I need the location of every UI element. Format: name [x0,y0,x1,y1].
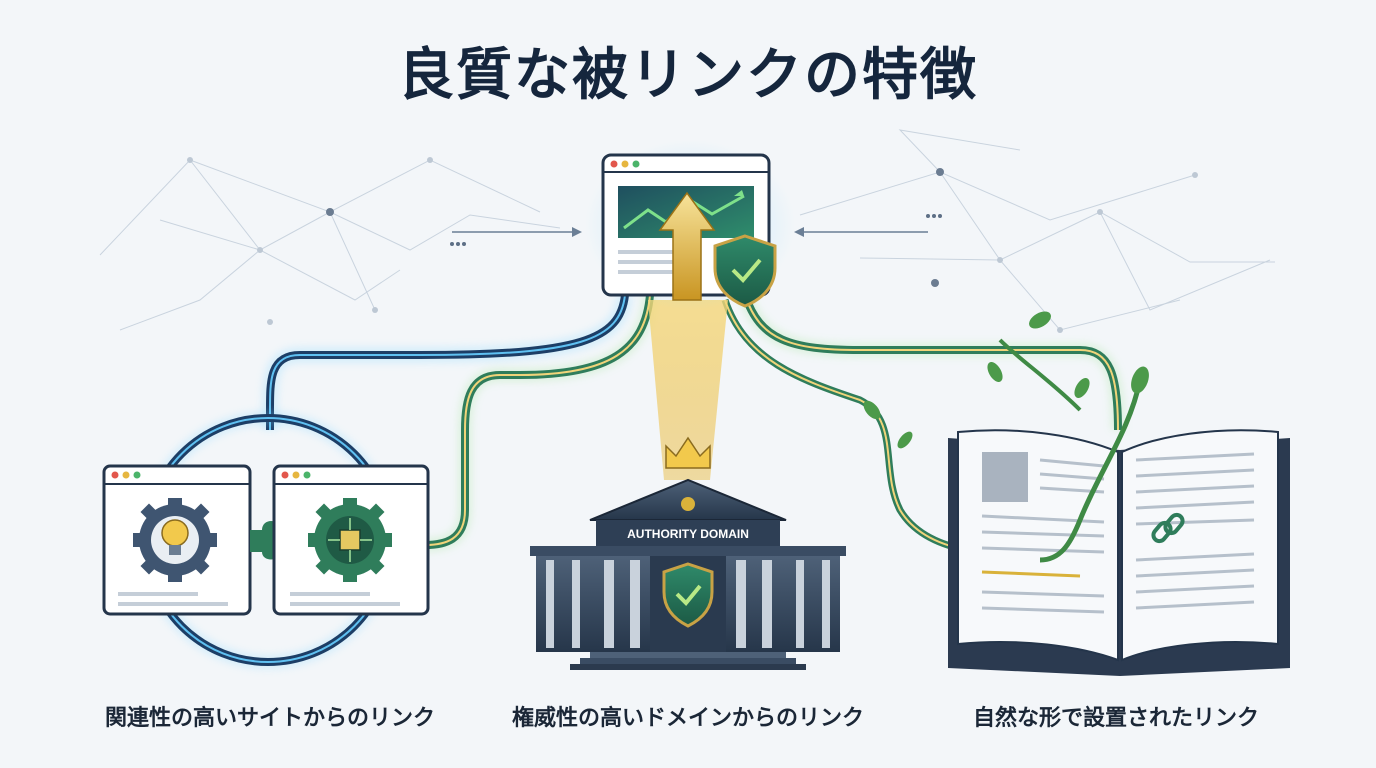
caption-natural: 自然な形で設置されたリンク [972,706,1259,731]
caption-authority: 権威性の高いドメインからのリンク [511,706,864,731]
related-site-browser-2 [272,464,430,616]
open-book [948,429,1290,676]
gear-lightbulb-icon [133,498,217,582]
network-background-right [799,129,1275,333]
shield-check-icon [713,234,777,308]
caption-relevance: 関連性の高いサイトからのリンク [104,706,435,731]
network-background-left [99,157,561,331]
gear-circuit-icon [308,498,392,582]
vine [863,311,1149,563]
crown-icon [665,436,711,469]
incoming-arrow-right [794,214,942,237]
building-shield-check-icon [662,562,714,628]
up-arrow-icon [658,191,716,301]
authority-building: AUTHORITY DOMAIN [530,436,846,670]
page-title: 良質な被リンクの特徴 [398,42,978,108]
authority-beam [648,300,728,480]
related-site-browser-1 [102,464,252,616]
link-pipe-left-green [424,294,657,552]
incoming-arrow-left [450,227,582,246]
target-site-browser [585,140,795,310]
book-image-placeholder [982,452,1028,502]
chain-link-icon [1151,512,1185,544]
building-label: AUTHORITY DOMAIN [627,527,749,541]
